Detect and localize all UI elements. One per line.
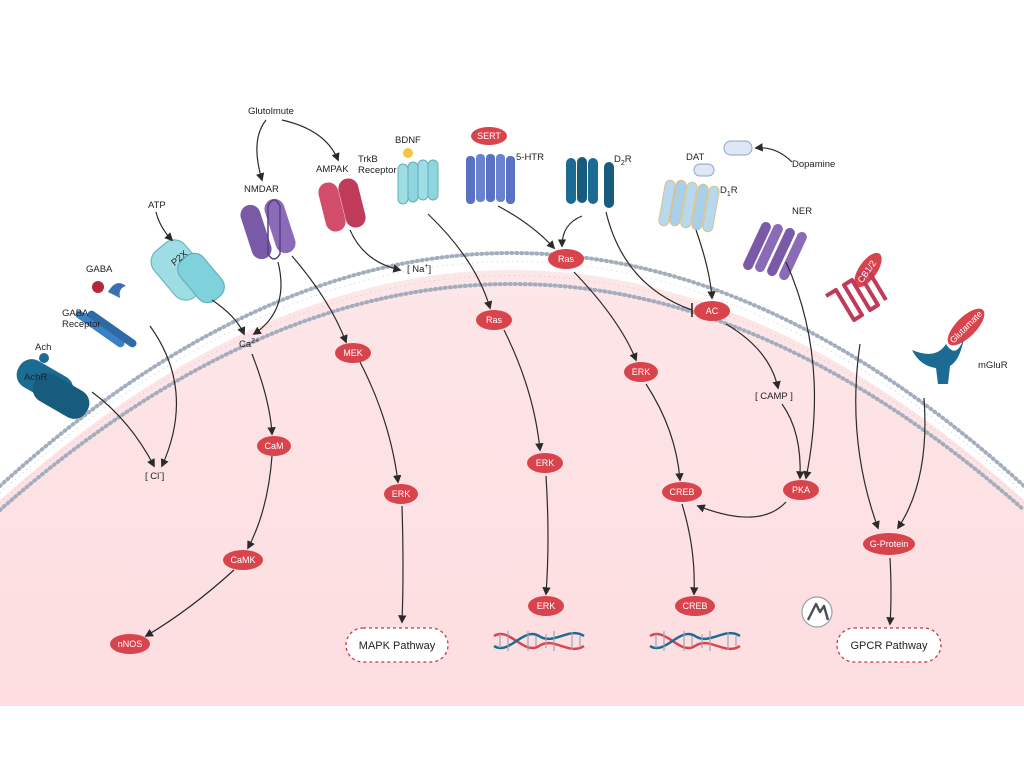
- svg-text:CREB: CREB: [682, 601, 707, 611]
- node-erk-mid: ERK: [527, 453, 563, 473]
- dopamine-label: Dopamine: [792, 159, 835, 170]
- node-ras-mid: Ras: [476, 310, 512, 330]
- ner-receptor: [743, 221, 807, 281]
- svg-text:ERK: ERK: [392, 489, 411, 499]
- cb12-receptor: [824, 252, 888, 322]
- node-g-protein: G-Protein: [863, 533, 915, 555]
- dat-transporter: [693, 140, 753, 177]
- d2r-label: D2R: [614, 154, 632, 167]
- ner-label: NER: [792, 206, 812, 217]
- node-creb-bottom: CREB: [675, 596, 715, 616]
- node-nnos: nNOS: [110, 634, 150, 654]
- dna-icon: [493, 631, 585, 651]
- svg-text:ERK: ERK: [536, 458, 555, 468]
- node-camk: CaMK: [223, 550, 263, 570]
- gaba-receptor-label-2: Receptor: [62, 319, 101, 330]
- bdnf-label: BDNF: [395, 135, 421, 146]
- mapk-pathway-box: MAPK Pathway: [345, 627, 449, 663]
- node-creb: CREB: [662, 482, 702, 502]
- sert-label: SERT: [477, 131, 501, 141]
- gpcr-pathway-label: GPCR Pathway: [850, 640, 928, 652]
- glutamate-top-label: Glutolmute: [248, 106, 294, 117]
- node-erk-right: ERK: [624, 362, 658, 382]
- svg-text:Ras: Ras: [486, 315, 503, 325]
- camp-label: [ CAMP ]: [755, 391, 793, 402]
- svg-text:ERK: ERK: [632, 367, 651, 377]
- atp-label: ATP: [148, 200, 166, 211]
- svg-text:Ras: Ras: [558, 254, 575, 264]
- nmdar-receptor: [240, 198, 296, 260]
- sert-protein: [471, 127, 507, 145]
- d2r-receptor: [566, 157, 614, 208]
- d1r-receptor: [658, 179, 720, 233]
- d1r-label: D1R: [720, 185, 738, 198]
- node-ras-right: Ras: [548, 249, 584, 269]
- svg-text:AC: AC: [706, 306, 719, 316]
- dna-icon: [649, 631, 741, 651]
- dat-label: DAT: [686, 152, 704, 163]
- svg-text:CaMK: CaMK: [230, 555, 255, 565]
- na-ion-label: [ Na+]: [407, 263, 431, 275]
- svg-text:CaM: CaM: [264, 441, 283, 451]
- 5-htr-receptor: [466, 154, 515, 204]
- ampak-receptor: [318, 178, 366, 232]
- mglur-receptor: [912, 308, 985, 384]
- nmdar-label: NMDAR: [244, 184, 279, 195]
- svg-text:MEK: MEK: [343, 348, 363, 358]
- cell-membrane: [0, 251, 1024, 512]
- trkb-receptor: [397, 148, 439, 205]
- svg-text:nNOS: nNOS: [118, 639, 143, 649]
- ach-label: Ach: [35, 342, 51, 353]
- achr-label: AchR: [24, 372, 47, 383]
- node-pka: PKA: [783, 480, 819, 500]
- gaba-receptor-label-1: GABA: [62, 308, 89, 319]
- logo-icon: [801, 596, 833, 628]
- ca-ion-label: Ca2+: [239, 338, 259, 350]
- node-erk-mapk: ERK: [384, 484, 418, 504]
- cl-ion-label: [ Cl-]: [145, 470, 164, 482]
- signaling-arrows: [91, 119, 926, 637]
- gaba-receptor: [75, 281, 137, 348]
- svg-text:CREB: CREB: [669, 487, 694, 497]
- gpcr-pathway-box: GPCR Pathway: [836, 627, 942, 663]
- trkb-label-1: TrkB: [358, 154, 378, 165]
- svg-text:G-Protein: G-Protein: [870, 539, 909, 549]
- mapk-pathway-label: MAPK Pathway: [359, 640, 436, 652]
- svg-text:ERK: ERK: [537, 601, 556, 611]
- cell-interior: [0, 270, 1024, 706]
- trkb-label-2: Receptor: [358, 165, 397, 176]
- node-cam: CaM: [257, 436, 291, 456]
- p2x-receptor: [150, 239, 225, 304]
- ampak-label: AMPAK: [316, 164, 349, 175]
- mglur-label: mGluR: [978, 360, 1008, 371]
- svg-text:PKA: PKA: [792, 485, 810, 495]
- gaba-label: GABA: [86, 264, 113, 275]
- node-mek: MEK: [335, 343, 371, 363]
- node-ac: AC: [694, 301, 730, 321]
- achr-receptor: [16, 353, 90, 419]
- node-erk-mid-bottom: ERK: [528, 596, 564, 616]
- 5-htr-label: 5-HTR: [516, 152, 544, 163]
